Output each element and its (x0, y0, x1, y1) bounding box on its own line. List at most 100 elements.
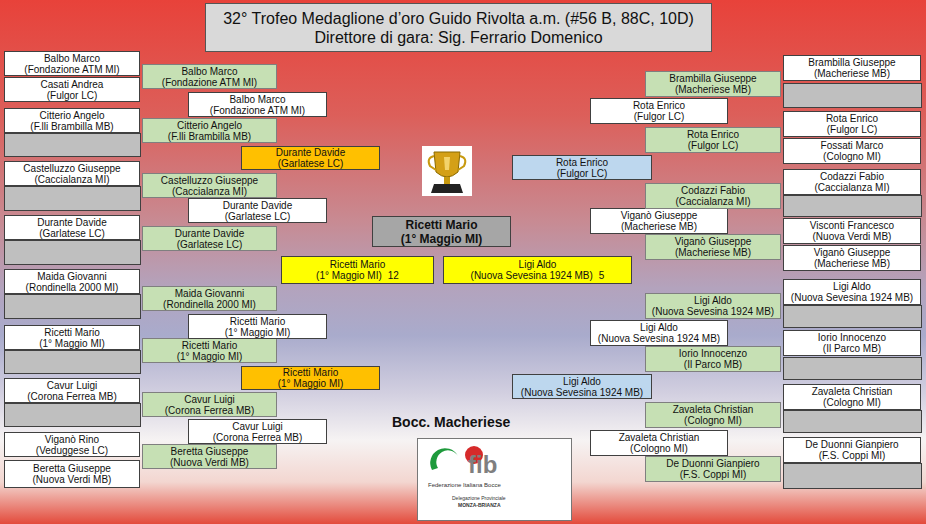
club-name: (1° Maggio MI) (39, 338, 105, 349)
club-name: (Macheriese MB) (621, 221, 697, 232)
player-box: Fossati Marco(Cologno MI) (783, 138, 921, 164)
player-box: Balbo Marco(Fondazione ATM MI) (142, 64, 277, 89)
player-name: Rota Enrico (687, 129, 739, 140)
club-name: (Caccialanza MI) (675, 196, 750, 207)
player-name: Zavaleta Christian (673, 404, 754, 415)
player-box: Ligi Aldo(Nuova Sevesina 1924 MB) (512, 374, 652, 399)
club-name: (Fondazione ATM MI) (162, 77, 257, 88)
club-name: (Fulgor LC) (688, 140, 739, 151)
club-name: (Nuova Verdi MB) (33, 474, 112, 485)
player-name: Zavaleta Christian (619, 432, 700, 443)
club-name: (Macheriese MB) (675, 247, 751, 258)
club-name: (F.S. Coppi MI) (680, 469, 747, 480)
player-name: Citterio Angelo (177, 120, 242, 131)
player-name: Ligi Aldo (640, 322, 678, 333)
club-name: (F.S. Coppi MI) (819, 450, 886, 461)
referee-text: Direttore di gara: Sig. Ferrario Domenic… (314, 28, 602, 47)
player-name: Rota Enrico (633, 100, 685, 111)
player-name: Viganò Rino (45, 434, 99, 445)
player-box: De Duonni Gianpiero(F.S. Coppi MI) (783, 437, 921, 463)
player-box: Cavur Luigi(Corona Ferrea MB) (142, 392, 277, 417)
player-box: Citterio Angelo(F.lli Brambilla MB) (142, 118, 277, 143)
player-box: Ricetti Mario(1° Maggio MI) (372, 216, 511, 247)
player-name: Ricetti Mario (230, 316, 286, 327)
club-name: (1° Maggio MI) (278, 378, 344, 389)
club-name: (1° Maggio MI) (401, 232, 482, 246)
player-name: Maida Giovanni (175, 288, 244, 299)
player-box: Rota Enrico(Fulgor LC) (512, 155, 652, 180)
logo-caption: Delegazione Provinciale (452, 496, 506, 502)
score-number: 5 (599, 270, 605, 281)
player-name: De Duonni Gianpiero (666, 458, 759, 469)
player-box: Codazzi Fabio(Caccialanza MI) (783, 169, 921, 195)
club-name: (Garlatese LC) (177, 239, 243, 250)
club-name: (1° Maggio MI) (316, 270, 382, 281)
club-name: (Macheriese MB) (814, 258, 890, 269)
player-name: Brambilla Giuseppe (808, 57, 895, 68)
player-box: Cavur Luigi(Corona Ferrea MB) (4, 378, 140, 403)
player-box: Castelluzzo Giuseppe(Caccialanza MI) (4, 161, 140, 186)
player-name: Citterio Angelo (39, 110, 104, 121)
club-name: (F.lli Brambilla MB) (168, 131, 251, 142)
player-name: Ricetti Mario (405, 218, 477, 232)
player-name: Fossati Marco (821, 140, 884, 151)
club-name: (Nuova Sevesina 1924 MB) (598, 333, 720, 344)
club-name: (Nuova Verdi MB) (170, 457, 249, 468)
player-box: Iorio Innocenzo(Il Parco MB) (783, 330, 921, 356)
player-box: Ricetti Mario(1° Maggio MI) (142, 338, 277, 363)
player-box: Ricetti Mario(1° Maggio MI) (241, 366, 380, 390)
club-name: (Fulgor LC) (47, 90, 98, 101)
player-box: Viganò Giuseppe(Macheriese MB) (590, 208, 728, 234)
player-box: Brambilla Giuseppe(Macheriese MB) (645, 71, 781, 97)
player-box: Maida Giovanni(Rondinella 2000 MI) (142, 286, 277, 311)
club-name: (Nuova Sevesina 1924 MB) (791, 292, 913, 303)
club-name: (Corona Ferrea MB) (213, 432, 302, 443)
player-box: Ricetti Mario(1° Maggio MI) (188, 314, 327, 339)
club-name: (Nuova Sevesina 1924 MB) (471, 270, 593, 281)
player-name: Visconti Francesco (810, 220, 894, 231)
club-name: (1° Maggio MI) (177, 351, 243, 362)
club-name: (Cologno MI) (684, 415, 742, 426)
title-text: 32° Trofeo Medaglione d’oro Guido Rivolt… (223, 9, 694, 28)
club-name: (Garlatese LC) (39, 228, 105, 239)
player-box: Zavaleta Christian(Cologno MI) (783, 384, 921, 410)
player-name: Rota Enrico (556, 157, 608, 168)
player-box: Beretta Giuseppe(Nuova Verdi MB) (142, 444, 277, 469)
title-box: 32° Trofeo Medaglione d’oro Guido Rivolt… (205, 3, 712, 52)
score-number: 12 (388, 270, 399, 281)
player-box: Brambilla Giuseppe(Macheriese MB) (783, 55, 921, 81)
player-name: Zavaleta Christian (812, 386, 893, 397)
player-name: Ligi Aldo (833, 281, 871, 292)
player-name: Cavur Luigi (184, 394, 235, 405)
player-name: Durante Davide (276, 147, 345, 158)
player-name: Ligi Aldo (519, 259, 557, 270)
player-box: Viganò Giuseppe(Macheriese MB) (783, 245, 921, 271)
player-name: Brambilla Giuseppe (669, 73, 756, 84)
player-box: Balbo Marco(Fondazione ATM MI) (4, 51, 140, 76)
club-score-line: (1° Maggio MI) 12 (316, 270, 399, 281)
club-name: (Fulgor LC) (557, 168, 608, 179)
club-name: (Caccialanza MI) (34, 174, 109, 185)
player-name: Codazzi Fabio (820, 171, 884, 182)
player-box: Ligi Aldo(Nuova Sevesina 1924 MB) 5 (443, 256, 632, 284)
player-box: Casati Andrea(Fulgor LC) (4, 77, 140, 102)
player-name: Balbo Marco (44, 53, 100, 64)
player-box: Viganò Giuseppe(Macheriese MB) (645, 234, 781, 260)
fib-logo-frame (418, 439, 572, 521)
player-box: Balbo Marco(Fondazione ATM MI) (188, 92, 327, 117)
player-box: Castelluzzo Giuseppe(Caccialanza MI) (142, 173, 277, 198)
club-name: (Corona Ferrea MB) (165, 405, 254, 416)
player-box: Durante Davide(Garlatese LC) (241, 146, 380, 170)
club-name: (Fondazione ATM MI) (210, 105, 305, 116)
player-name: Cavur Luigi (232, 421, 283, 432)
player-name: Ricetti Mario (330, 259, 386, 270)
club-name: (Il Parco MB) (684, 359, 742, 370)
club-name: (Rondinella 2000 MI) (26, 282, 119, 293)
logo-text: fib (468, 452, 497, 478)
club-name: (Garlatese LC) (225, 211, 291, 222)
player-name: Balbo Marco (229, 94, 285, 105)
player-box: Rota Enrico(Fulgor LC) (645, 127, 781, 153)
club-name: (Nuova Sevesina 1924 MB) (521, 387, 643, 398)
player-box: Rota Enrico(Fulgor LC) (783, 111, 921, 137)
club-score-line: (Nuova Sevesina 1924 MB) 5 (471, 270, 605, 281)
